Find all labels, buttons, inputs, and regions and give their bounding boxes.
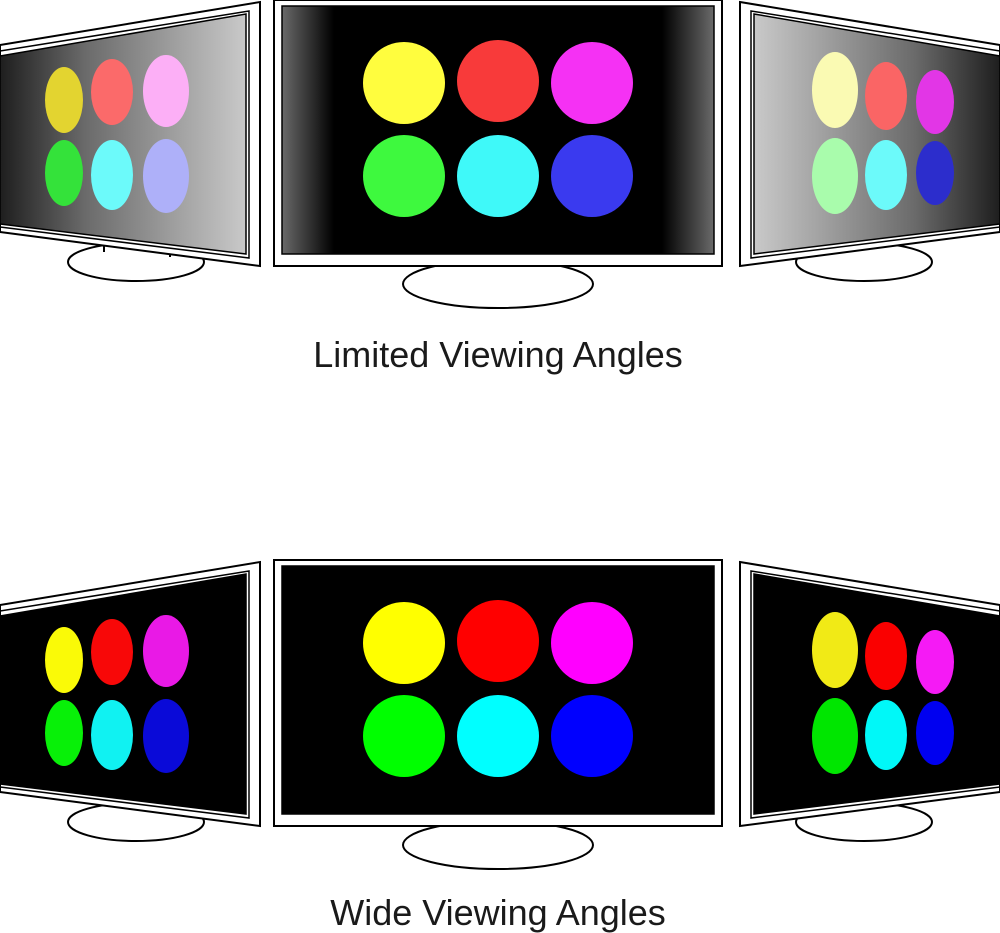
left-monitor xyxy=(0,0,261,282)
center-monitor xyxy=(273,559,723,870)
limited-section: Limited Viewing Angles xyxy=(0,0,1000,375)
red-dot xyxy=(457,600,539,682)
right-monitor xyxy=(739,560,1000,842)
section-caption: Wide Viewing Angles xyxy=(330,892,666,933)
monitor-screen xyxy=(753,573,1000,815)
color-dots xyxy=(45,615,189,773)
magenta-dot xyxy=(551,602,633,684)
red-dot xyxy=(91,619,133,685)
color-dots xyxy=(363,600,633,777)
color-dots xyxy=(812,52,954,214)
red-dot xyxy=(91,59,133,125)
magenta-dot xyxy=(143,55,189,127)
green-dot xyxy=(812,698,858,774)
cyan-dot xyxy=(865,140,907,210)
left-monitor xyxy=(0,560,261,842)
cyan-dot xyxy=(91,700,133,770)
green-dot xyxy=(363,695,445,777)
bezel-inner-line xyxy=(750,10,1000,259)
monitor-screen xyxy=(0,13,247,255)
color-dots xyxy=(363,40,633,217)
green-dot xyxy=(363,135,445,217)
cyan-dot xyxy=(457,695,539,777)
monitor-stand xyxy=(402,820,594,870)
monitor-stand xyxy=(402,259,594,309)
magenta-dot xyxy=(916,70,954,134)
yellow-dot xyxy=(812,52,858,128)
monitor-screen xyxy=(0,573,247,815)
cyan-dot xyxy=(457,135,539,217)
blue-dot xyxy=(143,139,189,213)
cyan-dot xyxy=(865,700,907,770)
yellow-dot xyxy=(363,42,445,124)
magenta-dot xyxy=(916,630,954,694)
bezel-inner-line xyxy=(0,570,250,819)
section-caption: Limited Viewing Angles xyxy=(313,334,683,375)
color-dots xyxy=(45,55,189,213)
red-dot xyxy=(865,62,907,130)
blue-dot xyxy=(916,141,954,205)
cyan-dot xyxy=(91,140,133,210)
blue-dot xyxy=(143,699,189,773)
yellow-dot xyxy=(45,67,83,133)
wide-section: Wide Viewing Angles xyxy=(0,559,1000,933)
color-dots xyxy=(812,612,954,774)
yellow-dot xyxy=(363,602,445,684)
right-monitor xyxy=(739,0,1000,282)
yellow-dot xyxy=(45,627,83,693)
bezel-inner-line xyxy=(750,570,1000,819)
magenta-dot xyxy=(143,615,189,687)
green-dot xyxy=(45,700,83,766)
yellow-dot xyxy=(812,612,858,688)
blue-dot xyxy=(916,701,954,765)
blue-dot xyxy=(551,695,633,777)
red-dot xyxy=(865,622,907,690)
blue-dot xyxy=(551,135,633,217)
monitor-screen xyxy=(753,13,1000,255)
red-dot xyxy=(457,40,539,122)
magenta-dot xyxy=(551,42,633,124)
green-dot xyxy=(812,138,858,214)
green-dot xyxy=(45,140,83,206)
bezel-inner-line xyxy=(0,10,250,259)
center-monitor xyxy=(273,0,723,309)
